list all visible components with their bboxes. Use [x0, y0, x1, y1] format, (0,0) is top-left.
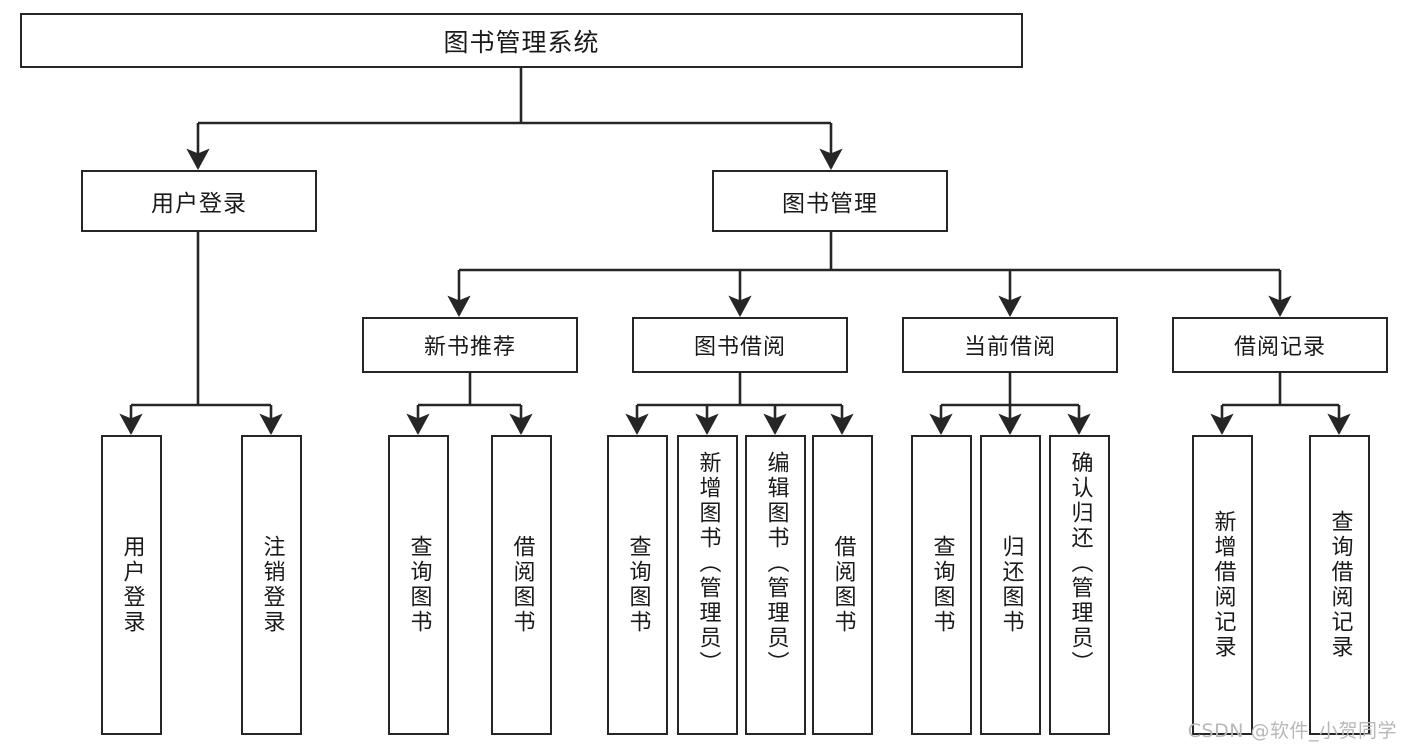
node-borrow-record[interactable]: 借阅记录	[1172, 317, 1388, 373]
node-leaf-query-record[interactable]: 查询借阅记录	[1309, 435, 1370, 735]
node-leaf-add-book[interactable]: 新增图书（管理员）	[677, 435, 738, 735]
node-book-manage[interactable]: 图书管理	[712, 170, 948, 232]
node-leaf-query-book-1[interactable]: 查询图书	[388, 435, 449, 735]
node-current-borrow-label: 当前借阅	[963, 335, 1056, 360]
node-leaf-query-record-label: 查询借阅记录	[1327, 510, 1353, 660]
node-leaf-borrow-book-1-label: 借阅图书	[509, 535, 535, 635]
node-leaf-query-book-3-label: 查询图书	[929, 535, 955, 635]
node-leaf-confirm-return[interactable]: 确认归还（管理员）	[1049, 435, 1110, 735]
node-leaf-return-book[interactable]: 归还图书	[980, 435, 1041, 735]
node-new-book-rec-label: 新书推荐	[423, 335, 516, 360]
node-leaf-query-book-3[interactable]: 查询图书	[911, 435, 972, 735]
node-root[interactable]: 图书管理系统	[20, 13, 1023, 68]
node-leaf-query-book-2[interactable]: 查询图书	[607, 435, 668, 735]
node-new-book-rec[interactable]: 新书推荐	[362, 317, 578, 373]
node-leaf-query-book-1-label: 查询图书	[406, 535, 432, 635]
node-user-login[interactable]: 用户登录	[81, 170, 317, 232]
node-root-label: 图书管理系统	[443, 27, 600, 57]
node-current-borrow[interactable]: 当前借阅	[902, 317, 1118, 373]
node-leaf-edit-book[interactable]: 编辑图书（管理员）	[745, 435, 806, 735]
csdn-watermark: CSDN @软件_小贺同学	[1187, 720, 1397, 742]
node-leaf-add-book-label: 新增图书（管理员）	[695, 451, 721, 676]
node-leaf-user-login[interactable]: 用户登录	[101, 435, 162, 735]
node-leaf-borrow-book-2[interactable]: 借阅图书	[812, 435, 873, 735]
node-book-borrow-label: 图书借阅	[693, 335, 786, 360]
node-leaf-query-book-2-label: 查询图书	[625, 535, 651, 635]
node-user-login-label: 用户登录	[151, 191, 247, 217]
node-leaf-add-record-label: 新增借阅记录	[1210, 510, 1236, 660]
node-book-borrow[interactable]: 图书借阅	[632, 317, 848, 373]
node-leaf-edit-book-label: 编辑图书（管理员）	[763, 451, 789, 676]
node-leaf-borrow-book-2-label: 借阅图书	[830, 535, 856, 635]
node-leaf-logout[interactable]: 注销登录	[241, 435, 302, 735]
node-borrow-record-label: 借阅记录	[1233, 335, 1326, 360]
node-leaf-return-book-label: 归还图书	[998, 535, 1024, 635]
node-book-manage-label: 图书管理	[782, 191, 878, 217]
node-leaf-user-login-label: 用户登录	[119, 535, 145, 635]
node-leaf-borrow-book-1[interactable]: 借阅图书	[491, 435, 552, 735]
node-leaf-logout-label: 注销登录	[259, 535, 285, 635]
node-leaf-confirm-return-label: 确认归还（管理员）	[1067, 451, 1093, 676]
node-leaf-add-record[interactable]: 新增借阅记录	[1192, 435, 1253, 735]
